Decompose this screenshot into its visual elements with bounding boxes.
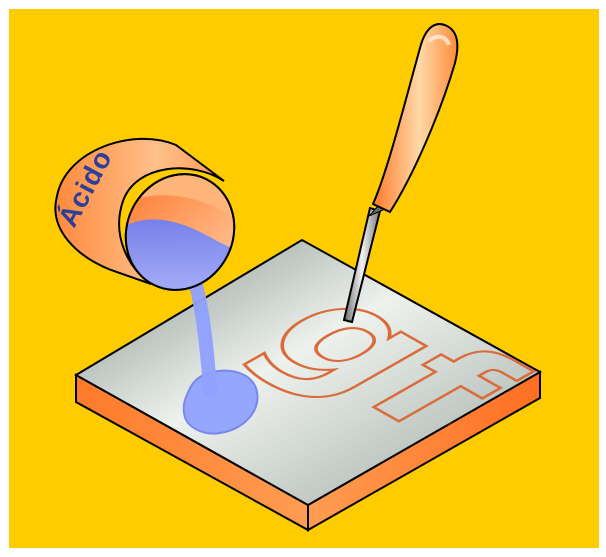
illustration-frame: gfa Ácido [0,0,606,557]
etching-illustration: gfa Ácido [0,0,606,557]
